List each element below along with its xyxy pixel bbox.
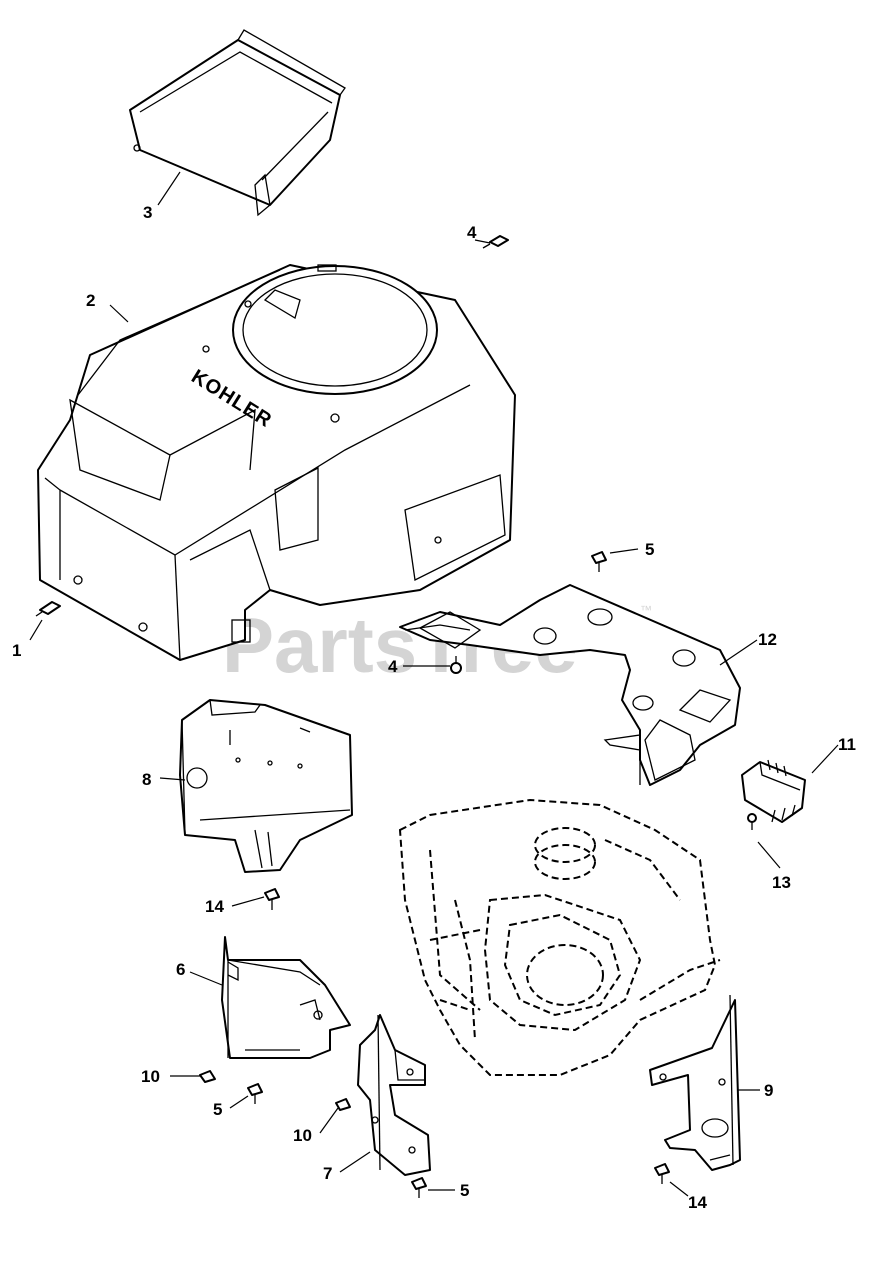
callout-6: 6	[176, 960, 185, 979]
callout-11: 11	[838, 735, 856, 754]
callout-labels: 3 2 4 1 5 4 12 8 11 13 14 6 10 5 10 7 5 …	[12, 203, 856, 1212]
callout-10-mid: 10	[293, 1126, 312, 1145]
screw-4-baffle[interactable]	[450, 656, 462, 674]
callout-5-left: 5	[213, 1100, 222, 1119]
part-7-bracket[interactable]	[357, 1014, 431, 1176]
callout-4-top: 4	[467, 223, 477, 242]
callout-13: 13	[772, 873, 791, 892]
callout-14-lower: 14	[688, 1193, 707, 1212]
callout-10-left: 10	[141, 1067, 160, 1086]
part-3-cover[interactable]	[129, 29, 346, 217]
leader-lines	[29, 171, 839, 1197]
screw-5-top[interactable]	[591, 551, 607, 572]
callout-7: 7	[323, 1164, 332, 1183]
callout-5-top: 5	[645, 540, 654, 559]
screw-14-lower[interactable]	[654, 1163, 670, 1184]
callout-8: 8	[142, 770, 151, 789]
part-8-air-guide[interactable]	[179, 699, 353, 873]
part-2-blower-housing[interactable]: KOHLER	[37, 264, 516, 661]
screw-1[interactable]	[35, 601, 61, 617]
part-9-rear-shroud[interactable]	[649, 994, 741, 1171]
screw-10-left[interactable]	[199, 1070, 216, 1083]
callout-12: 12	[758, 630, 777, 649]
screw-14-upper[interactable]	[264, 888, 280, 910]
screw-13[interactable]	[747, 813, 757, 830]
callout-14-upper: 14	[205, 897, 224, 916]
watermark-trademark: ™	[640, 603, 652, 617]
engine-block-outline	[398, 798, 721, 1076]
callout-1: 1	[12, 641, 21, 660]
screw-5-left[interactable]	[247, 1083, 263, 1104]
screw-10-mid[interactable]	[335, 1098, 351, 1111]
fasteners	[35, 235, 757, 1198]
screw-4-top[interactable]	[482, 235, 509, 249]
screw-5-bottom[interactable]	[411, 1177, 427, 1198]
callout-4-baffle: 4	[388, 657, 398, 676]
part-6-side-shroud[interactable]	[221, 936, 351, 1059]
callout-9: 9	[764, 1081, 773, 1100]
callout-3: 3	[143, 203, 152, 222]
part-11-connector[interactable]	[741, 759, 806, 823]
callout-5-bottom: 5	[460, 1181, 469, 1200]
callout-2: 2	[86, 291, 95, 310]
part-12-baffle[interactable]	[399, 584, 741, 786]
